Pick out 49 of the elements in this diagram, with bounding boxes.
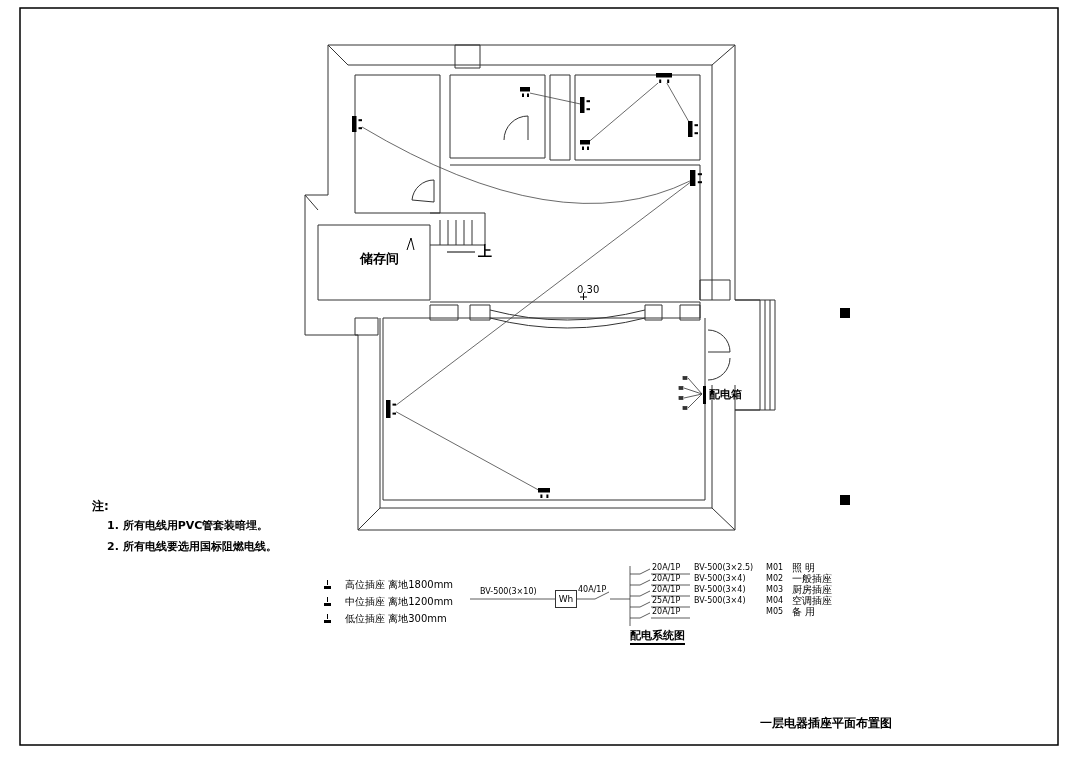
cable-label: BV-500(3×4) xyxy=(694,597,746,606)
breaker-label: 20A/1P xyxy=(652,608,681,617)
note-text: 1. 所有电线用PVC管套装暗埋。 xyxy=(107,520,269,533)
socket-symbol xyxy=(386,400,396,418)
legend-text: 中位插座 离地1200mm xyxy=(345,596,454,607)
breaker-label: 20A/1P xyxy=(652,564,681,573)
circuit-name: 照 明 xyxy=(792,562,816,573)
breaker-label: 40A/1P xyxy=(578,586,607,595)
wiring-line xyxy=(395,182,691,406)
circuit-name: 备 用 xyxy=(792,606,816,617)
circuit-number: M03 xyxy=(766,586,784,595)
socket-symbol xyxy=(688,121,698,137)
circuit-number: M04 xyxy=(766,597,784,606)
level-mark: 0.30 xyxy=(577,284,600,295)
cable-label: BV-500(3×10) xyxy=(480,588,537,597)
socket-symbol xyxy=(656,73,672,83)
stair-label: 上 xyxy=(478,244,492,260)
legend-text: 高位插座 离地1800mm xyxy=(345,579,454,590)
socket-symbol xyxy=(352,116,362,132)
socket-symbol xyxy=(580,97,590,113)
wiring-line xyxy=(395,411,539,491)
socket-symbol xyxy=(580,140,590,150)
breaker-label: 25A/1P xyxy=(652,597,681,606)
legend-text: 低位插座 离地300mm xyxy=(345,613,447,624)
note-text: 2. 所有电线要选用国标阻燃电线。 xyxy=(107,541,277,554)
wiring-line xyxy=(361,126,691,204)
distribution-panel: 配电箱 xyxy=(703,386,747,404)
wiring-line xyxy=(529,92,581,105)
breaker-label: 20A/1P xyxy=(652,586,681,595)
cable-label: BV-500(3×2.5) xyxy=(694,564,754,573)
breaker-label: 20A/1P xyxy=(652,575,681,584)
socket-symbol xyxy=(538,488,550,498)
circuit-number: M05 xyxy=(766,608,784,617)
cable-label: BV-500(3×4) xyxy=(694,586,746,595)
circuit-name: 空调插座 xyxy=(792,595,832,606)
wiring-line xyxy=(589,82,659,142)
notes-heading: 注: xyxy=(92,500,109,514)
diagram-subtitle: 配电系统图 xyxy=(630,630,685,646)
circuit-name: 厨房插座 xyxy=(792,584,832,595)
circuit-number: M02 xyxy=(766,575,784,584)
circuit-name: 一般插座 xyxy=(792,573,832,584)
room-label: 储存间 xyxy=(360,252,399,267)
cable-label: BV-500(3×4) xyxy=(694,575,746,584)
socket-symbol xyxy=(690,170,702,186)
drawing-title: 一层电器插座平面布置图 xyxy=(760,717,892,731)
wiring-line xyxy=(666,82,689,122)
socket-symbol xyxy=(520,87,530,97)
meter-box: Wh xyxy=(555,590,577,608)
circuit-number: M01 xyxy=(766,564,784,573)
